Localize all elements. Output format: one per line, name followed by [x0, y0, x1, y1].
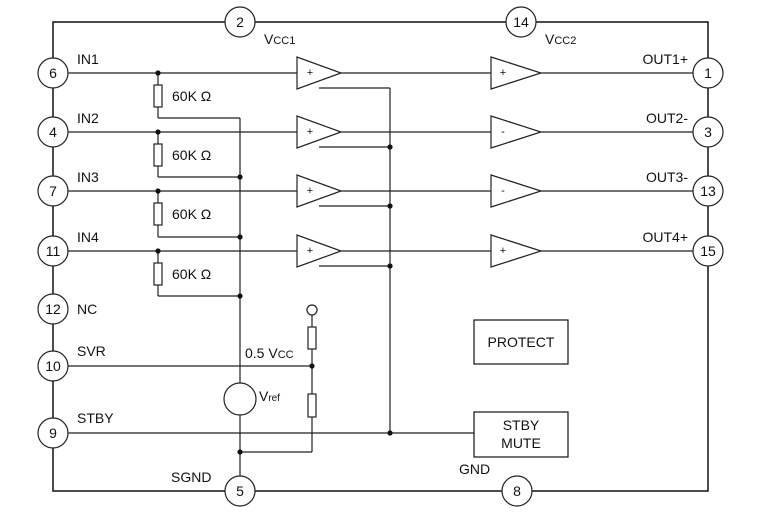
preamp-2: +	[296, 115, 343, 149]
pin-vcc2: 14	[505, 6, 537, 38]
svg-text:13: 13	[700, 183, 716, 199]
vref-source	[223, 382, 257, 416]
label-gnd: GND	[459, 461, 490, 477]
svg-text:60K Ω: 60K Ω	[172, 206, 211, 222]
supply-terminal	[306, 304, 318, 316]
pin-in1: 6	[37, 57, 69, 89]
label-sgnd: SGND	[171, 469, 211, 485]
pin-sgnd: 5	[224, 475, 256, 507]
svg-text:14: 14	[513, 14, 529, 30]
svg-text:7: 7	[49, 183, 57, 199]
junction-dots	[155, 70, 393, 455]
vref-label: Vref	[259, 388, 280, 404]
pin-nc: 12	[37, 293, 69, 325]
svg-text:10: 10	[45, 358, 61, 374]
svg-text:+: +	[307, 67, 313, 79]
label-stby: STBY	[77, 410, 114, 426]
pin-out2: 3	[692, 116, 724, 148]
pin-out1: 1	[692, 57, 724, 89]
svg-text:12: 12	[45, 301, 61, 317]
svg-text:2: 2	[236, 14, 244, 30]
svg-text:PROTECT: PROTECT	[488, 334, 555, 350]
svg-text:11: 11	[46, 243, 61, 259]
svg-text:60K Ω: 60K Ω	[172, 266, 211, 282]
input-resistor-2: 60K Ω	[153, 143, 211, 167]
output-amp-3: -	[490, 174, 543, 208]
label-in2: IN2	[77, 110, 99, 126]
svg-text:3: 3	[704, 124, 712, 140]
pin-out4: 15	[692, 235, 724, 267]
label-out4: OUT4+	[642, 229, 688, 245]
pin-svr: 10	[37, 350, 69, 382]
svg-text:-: -	[501, 185, 505, 197]
svg-text:-: -	[501, 126, 505, 138]
svg-text:+: +	[307, 245, 313, 257]
protect-block: PROTECT	[473, 319, 569, 365]
label-in1: IN1	[77, 51, 99, 67]
label-out3: OUT3-	[646, 169, 688, 185]
ic-body	[52, 21, 709, 492]
preamp-3: +	[296, 174, 343, 208]
stby-mute-block: STBY MUTE	[473, 411, 569, 458]
preamp-4: +	[296, 234, 343, 268]
pin-out3: 13	[692, 175, 724, 207]
pin-in2: 4	[37, 116, 69, 148]
label-in4: IN4	[77, 229, 99, 245]
preamp-1: +	[296, 56, 343, 90]
label-vcc2: VCC2	[545, 31, 576, 47]
pin-in4: 11	[37, 235, 69, 267]
svg-text:8: 8	[513, 483, 521, 499]
svg-text:+: +	[500, 245, 506, 257]
svg-text:+: +	[307, 126, 313, 138]
label-nc: NC	[77, 301, 97, 317]
input-resistor-3: 60K Ω	[153, 202, 211, 226]
divider-resistor-top	[307, 326, 317, 350]
pin-vcc1: 2	[224, 6, 256, 38]
svg-text:60K Ω: 60K Ω	[172, 88, 211, 104]
svg-text:5: 5	[236, 483, 244, 499]
svg-text:15: 15	[700, 243, 716, 259]
svg-text:1: 1	[704, 65, 712, 81]
label-half-vcc: 0.5 VCC	[245, 345, 294, 361]
svg-text:4: 4	[49, 124, 57, 140]
svg-text:+: +	[500, 67, 506, 79]
label-in3: IN3	[77, 169, 99, 185]
label-svr: SVR	[77, 343, 106, 359]
pin-stby: 9	[37, 417, 69, 449]
pin-gnd: 8	[501, 475, 533, 507]
label-vcc1: VCC1	[264, 31, 295, 47]
output-amp-4: +	[490, 234, 543, 268]
output-amp-1: +	[490, 56, 543, 90]
svg-text:6: 6	[49, 65, 57, 81]
pin-in3: 7	[37, 175, 69, 207]
divider-resistor-bottom	[307, 393, 317, 418]
input-resistor-1: 60K Ω	[153, 84, 211, 108]
label-out1: OUT1+	[642, 51, 688, 67]
svg-text:STBY: STBY	[503, 417, 540, 433]
svg-text:MUTE: MUTE	[501, 435, 541, 451]
svg-text:60K Ω: 60K Ω	[172, 147, 211, 163]
output-amp-2: -	[490, 115, 543, 149]
svg-text:+: +	[307, 185, 313, 197]
input-resistor-4: 60K Ω	[153, 262, 211, 286]
label-out2: OUT2-	[646, 110, 688, 126]
svg-text:9: 9	[49, 425, 57, 441]
